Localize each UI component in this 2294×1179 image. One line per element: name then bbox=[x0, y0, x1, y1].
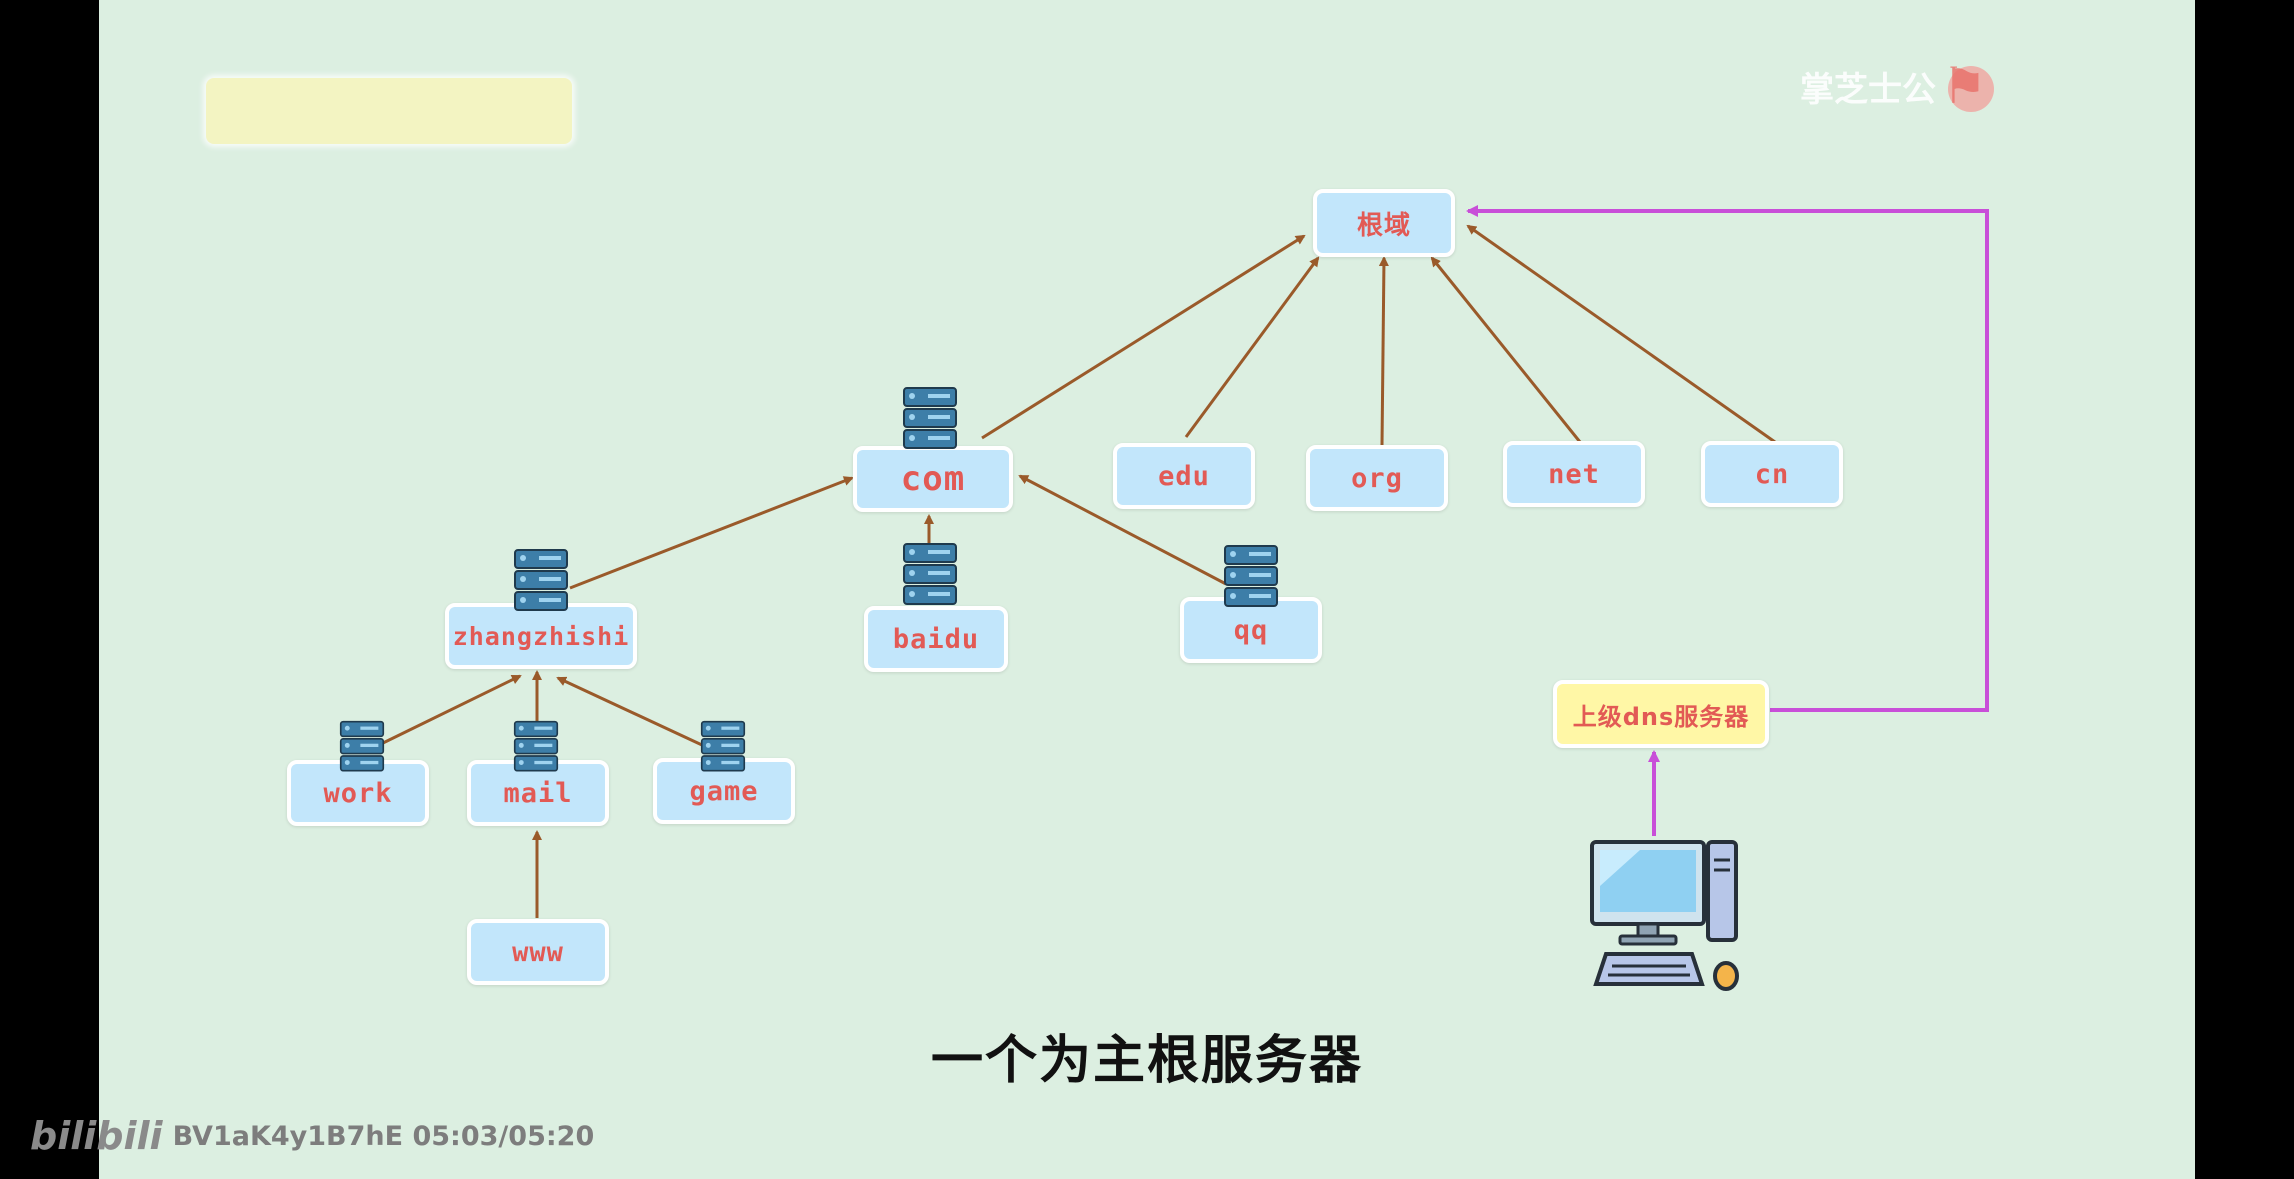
player-info-bar: bilibili BV1aK4y1B7hE 05:03/05:20 bbox=[30, 1114, 594, 1158]
server-rack-icon bbox=[902, 542, 958, 608]
server-rack-icon bbox=[700, 720, 746, 774]
node-cn: cn bbox=[1701, 441, 1843, 507]
node-zhangzhishi: zhangzhishi bbox=[445, 603, 637, 669]
node-org: org bbox=[1306, 445, 1448, 511]
channel-watermark: 掌芝士公 ⚑ bbox=[1800, 56, 2170, 116]
desktop-computer-icon bbox=[1588, 838, 1740, 994]
watermark-brand-icon: ⚑ bbox=[1942, 57, 1987, 115]
diagram-canvas bbox=[99, 0, 2195, 1179]
server-rack-icon bbox=[339, 720, 385, 774]
node-root: 根域 bbox=[1313, 189, 1455, 257]
node-upper-dns-server: 上级dns服务器 bbox=[1553, 680, 1769, 748]
watermark-logo-icon bbox=[1948, 66, 1994, 112]
title-placeholder bbox=[206, 78, 572, 144]
watermark-text: 掌芝士公 bbox=[1800, 69, 1936, 110]
server-rack-icon bbox=[1223, 544, 1279, 610]
node-work: work bbox=[287, 760, 429, 826]
node-baidu: baidu bbox=[864, 606, 1008, 672]
node-www: www bbox=[467, 919, 609, 985]
video-id-timestamp: BV1aK4y1B7hE 05:03/05:20 bbox=[172, 1120, 595, 1152]
bilibili-logo: bilibili bbox=[30, 1114, 163, 1158]
server-rack-icon bbox=[513, 548, 569, 614]
server-rack-icon bbox=[902, 386, 958, 452]
node-edu: edu bbox=[1113, 443, 1255, 509]
server-rack-icon bbox=[513, 720, 559, 774]
node-net: net bbox=[1503, 441, 1645, 507]
node-com: com bbox=[853, 446, 1013, 512]
video-subtitle: 一个为主根服务器 bbox=[930, 1031, 1363, 1091]
